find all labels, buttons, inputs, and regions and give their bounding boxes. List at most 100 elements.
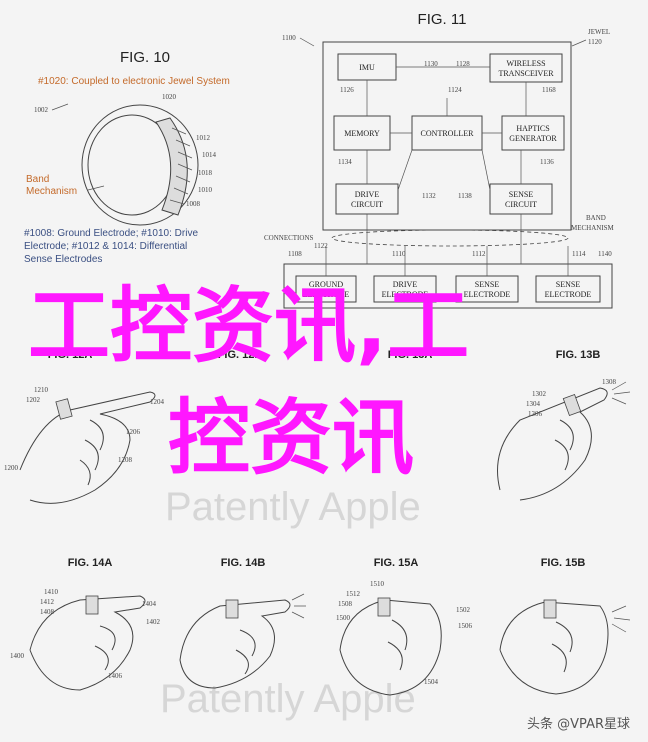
jewel-label-2: 1120 <box>588 38 602 46</box>
hand-15b-outline <box>499 601 609 695</box>
ground-electrode-label-2: ELECTRODE <box>303 290 350 299</box>
bus-connectors <box>325 214 569 276</box>
hand-15a-outline <box>339 599 442 696</box>
hand-13b-outline <box>497 387 608 501</box>
ref-1128: 1128 <box>456 60 470 68</box>
row3-figures: FIG. 14A FIG. 14B FIG. 15A FIG. 15B 1410… <box>10 557 631 696</box>
drive-electrode-label-1: DRIVE <box>393 280 418 289</box>
ref-1306: 1306 <box>528 410 543 418</box>
connections-bus <box>331 229 569 247</box>
sense-electrode1-label-2: ELECTRODE <box>464 290 511 299</box>
ref-1108: 1108 <box>288 250 302 258</box>
sense-electrode2-label-2: ELECTRODE <box>545 290 592 299</box>
hand-14a-outline <box>29 595 146 691</box>
ref-1402: 1402 <box>146 618 161 626</box>
tap-lines-14b <box>291 593 306 619</box>
band-mechanism-box <box>283 263 613 309</box>
fig15b-title: FIG. 15B <box>541 557 586 569</box>
fig12b-title: FIG. 12B <box>218 349 263 361</box>
ref-1302: 1302 <box>532 390 547 398</box>
ref-1020: 1020 <box>162 93 177 101</box>
ref-1304: 1304 <box>526 400 541 408</box>
sense-electrode1-label-1: SENSE <box>475 280 500 289</box>
ref-1406: 1406 <box>108 672 123 680</box>
ref-1506: 1506 <box>458 622 473 630</box>
band-label-line1: Band <box>26 174 49 185</box>
fig11-group: FIG. 11 1100 JEWEL 1120 IMU 1130 1128 WI… <box>264 11 615 309</box>
ring-13b <box>562 393 582 417</box>
ref-1132: 1132 <box>422 192 436 200</box>
ref-1202: 1202 <box>26 396 41 404</box>
hand-14a-fingers <box>94 625 116 671</box>
ref-1308: 1308 <box>602 378 617 386</box>
overlay-text-line2: 控资讯 <box>168 391 415 486</box>
hand-14b-outline <box>179 599 291 689</box>
hand-12a-fingers <box>79 419 104 486</box>
ref-1410: 1410 <box>44 588 59 596</box>
haptics-label-1: HAPTICS <box>516 124 549 133</box>
tap-lines-13b <box>611 381 631 405</box>
ref-1122: 1122 <box>314 242 328 250</box>
hand-13b-fingers <box>554 419 574 471</box>
ground-electrode-label-1: GROUND <box>309 280 343 289</box>
electrode-lines <box>169 127 193 205</box>
tap-lines-15b <box>611 605 631 633</box>
ref-1512: 1512 <box>346 590 361 598</box>
hand-15a-fingers <box>387 619 408 671</box>
sense-circuit-box <box>489 183 553 215</box>
controller-label: CONTROLLER <box>421 129 475 138</box>
ref-1014: 1014 <box>202 151 217 159</box>
imu-label: IMU <box>359 63 375 72</box>
leader-jewel <box>571 39 587 47</box>
ref-1408: 1408 <box>40 608 55 616</box>
fig10-caption-top: #1020: Coupled to electronic Jewel Syste… <box>38 76 230 87</box>
ref-1138: 1138 <box>458 192 472 200</box>
leader-1100 <box>299 37 315 47</box>
drive-circuit-box <box>335 183 399 215</box>
sense-circuit-label-2: CIRCUIT <box>505 200 537 209</box>
jewel-label-1: JEWEL <box>588 28 610 36</box>
ref-1124: 1124 <box>448 86 462 94</box>
ref-1510: 1510 <box>370 580 385 588</box>
ref-1504: 1504 <box>424 678 439 686</box>
ref-1204: 1204 <box>150 398 165 406</box>
fig13a-title: FIG. 13A <box>388 349 433 361</box>
ring-14b <box>225 599 239 619</box>
block-connectors <box>366 66 527 191</box>
fig10-caption-line1: #1008: Ground Electrode; #1010: Drive <box>24 228 198 239</box>
ref-1136: 1136 <box>540 158 554 166</box>
source-credit: 头条 @VPAR星球 <box>527 717 630 732</box>
band-label-line2: Mechanism <box>26 186 77 197</box>
fig13b-title: FIG. 13B <box>556 349 601 361</box>
leader-band <box>87 185 105 191</box>
memory-label: MEMORY <box>344 129 380 138</box>
wireless-label-2: TRANSCEIVER <box>498 69 554 78</box>
watermark-bottom: Patently Apple <box>160 677 416 721</box>
ring-15b <box>543 599 557 619</box>
band-electrodes <box>155 117 188 216</box>
haptics-generator-box <box>501 115 565 151</box>
ref-1114: 1114 <box>572 250 586 258</box>
ref-1018: 1018 <box>198 169 213 177</box>
ref-1404: 1404 <box>142 600 157 608</box>
leader-1002 <box>51 103 69 111</box>
ref-1200: 1200 <box>4 464 19 472</box>
ring-14a <box>85 595 99 615</box>
ref-1010: 1010 <box>198 186 213 194</box>
sense-circuit-label-1: SENSE <box>509 190 534 199</box>
ref-1206: 1206 <box>126 428 141 436</box>
ref-1126: 1126 <box>340 86 354 94</box>
fig10-caption-line2: Electrode; #1012 & 1014: Differential <box>24 241 187 252</box>
row2-figures: FIG. 12A FIG. 12B FIG. 13A FIG. 13B 1210… <box>4 349 631 504</box>
drive-electrode-label-2: ELECTRODE <box>382 290 429 299</box>
ref-1500: 1500 <box>336 614 351 622</box>
wireless-label-1: WIRELESS <box>506 59 545 68</box>
band-mech-label-1: BAND <box>586 214 606 222</box>
ref-1502: 1502 <box>456 606 471 614</box>
ref-1012: 1012 <box>196 134 211 142</box>
ref-1412: 1412 <box>40 598 55 606</box>
ref-1508: 1508 <box>338 600 353 608</box>
ref-1134: 1134 <box>338 158 352 166</box>
drive-circuit-label-2: CIRCUIT <box>351 200 383 209</box>
